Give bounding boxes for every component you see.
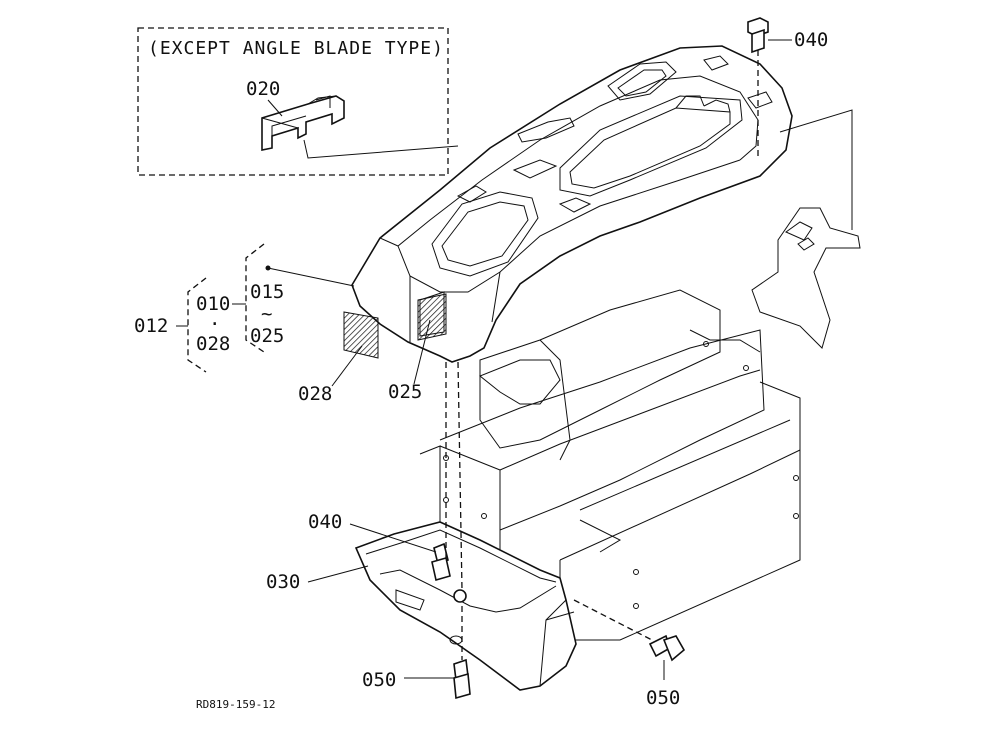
label-040-bottom: 040 (308, 511, 342, 533)
bolt-040-top (747, 17, 769, 54)
label-010: 010 (196, 293, 230, 315)
bolt-050-right (648, 634, 686, 662)
label-050-left: 050 (362, 669, 396, 691)
inset-box: (EXCEPT ANGLE BLADE TYPE) 020 (137, 27, 459, 176)
part-030-lower-cover (354, 521, 577, 691)
label-025-group: 025 (250, 325, 284, 347)
inset-dashed-frame (137, 27, 449, 176)
label-010-dot: · (209, 313, 220, 335)
label-012: 012 (134, 315, 168, 337)
part-028-pad (343, 311, 379, 359)
bolt-040-bottom (431, 542, 451, 582)
bolt-050-left (453, 658, 471, 700)
inset-caption: (EXCEPT ANGLE BLADE TYPE) (148, 38, 444, 59)
label-015: 015 (250, 281, 284, 303)
label-020: 020 (246, 78, 280, 100)
part-025-pad (417, 293, 447, 341)
label-050-right: 050 (646, 687, 680, 709)
label-030: 030 (266, 571, 300, 593)
label-028: 028 (298, 383, 332, 405)
reference-code: RD819-159-12 (196, 698, 275, 711)
leader-lines (265, 39, 792, 680)
group-bracket-012 (176, 277, 207, 373)
alignment-lines (445, 50, 853, 660)
label-015-tilde: ~ (261, 303, 272, 325)
part-020-clip (261, 95, 345, 151)
leader-020 (303, 139, 459, 159)
label-028-group: 028 (196, 333, 230, 355)
group-bracket-015 (232, 243, 265, 353)
label-025: 025 (388, 381, 422, 403)
label-040-top: 040 (794, 29, 828, 51)
